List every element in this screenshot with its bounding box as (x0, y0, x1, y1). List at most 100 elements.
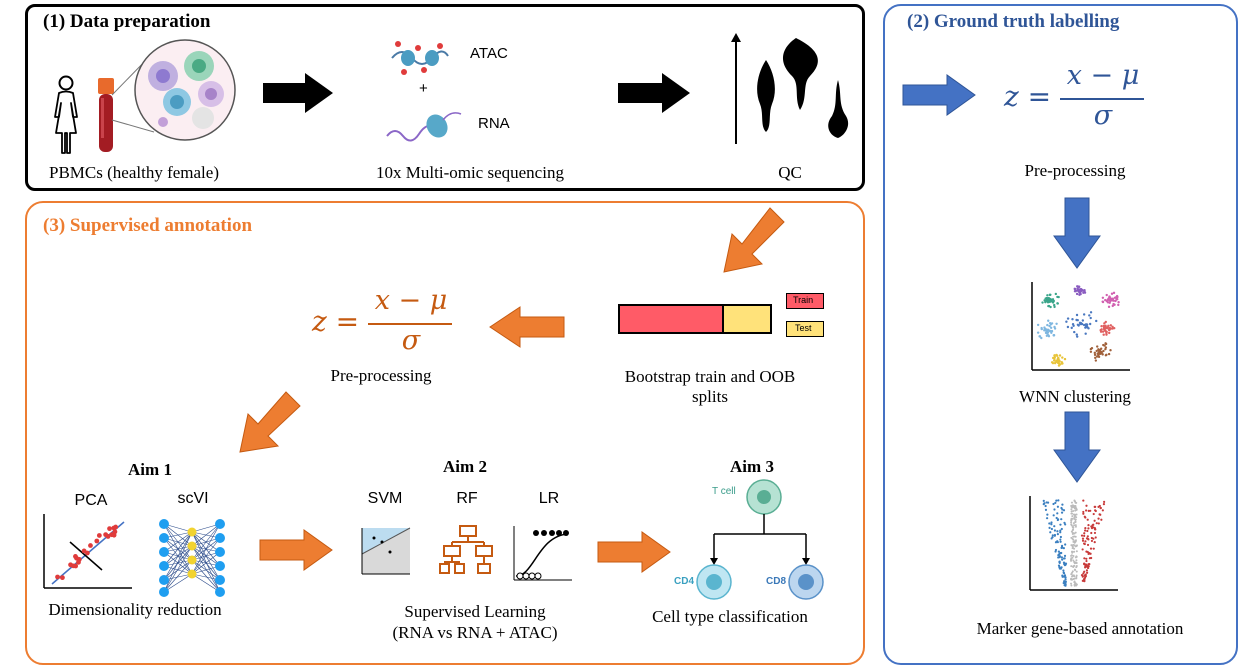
volcano-point (1054, 501, 1057, 504)
volcano-point (1102, 503, 1106, 506)
train-legend (786, 293, 824, 309)
arrow-right-icon (597, 531, 671, 573)
network-node (215, 587, 225, 597)
scvi-label: scVI (177, 490, 209, 507)
atac-chromatin-icon (391, 41, 449, 75)
cluster-point (1050, 361, 1054, 364)
cluster-point (1051, 298, 1055, 301)
equation-denominator: σ (1093, 100, 1113, 131)
cluster-point (1055, 322, 1058, 325)
volcano-point (1070, 504, 1073, 507)
volcano-point (1064, 582, 1067, 586)
cluster-point (1114, 299, 1117, 302)
network-node (159, 533, 169, 543)
atac-label: ATAC (470, 45, 508, 62)
cluster-point (1105, 293, 1108, 297)
cluster-point (1094, 356, 1097, 360)
volcano-point (1060, 506, 1063, 510)
volcano-point (1094, 509, 1097, 513)
cluster-point (1089, 311, 1093, 314)
network-edge (163, 573, 193, 593)
ground-truth-panel (883, 4, 1238, 665)
volcano-point (1059, 540, 1062, 543)
cluster-point (1093, 351, 1097, 355)
aim1-title: Aim 1 (128, 460, 172, 479)
cluster-point (1048, 293, 1052, 297)
volcano-point (1063, 554, 1067, 558)
cluster-point (1110, 292, 1114, 295)
volcano-point (1050, 537, 1053, 540)
volcano-point (1084, 509, 1088, 512)
cluster-point (1056, 354, 1059, 358)
volcano-point (1072, 535, 1075, 538)
volcano-point (1090, 536, 1093, 540)
volcano-point (1071, 547, 1074, 550)
cluster-point (1102, 349, 1105, 353)
pca-point (81, 548, 87, 554)
cluster-point (1036, 323, 1040, 327)
cluster-point (1053, 305, 1056, 309)
pbmc-cells-illustration (134, 39, 236, 141)
cluster-point (1111, 325, 1114, 328)
test-legend-label: Test (795, 323, 812, 333)
rna-label: RNA (478, 115, 510, 132)
volcano-point (1044, 508, 1048, 511)
cluster-point (1104, 330, 1108, 333)
volcano-point (1075, 561, 1078, 564)
volcano-point (1094, 505, 1097, 508)
cluster-point (1054, 360, 1058, 364)
cluster-point (1070, 326, 1073, 330)
cluster-point (1047, 319, 1050, 322)
volcano-point (1074, 518, 1077, 521)
volcano-point (1083, 532, 1086, 535)
volcano-point (1046, 513, 1049, 516)
arrow-down-icon (1053, 197, 1101, 269)
volcano-point (1086, 550, 1089, 554)
cluster-point (1072, 324, 1075, 328)
bootstrap-caption: Bootstrap train and OOB splits (624, 367, 796, 406)
arrow-down-left-icon (239, 391, 301, 453)
cluster-point (1103, 322, 1106, 325)
pca-point (70, 563, 76, 569)
volcano-point (1073, 577, 1076, 580)
cluster-point (1056, 295, 1059, 299)
cluster-point (1089, 350, 1093, 353)
network-node (187, 527, 197, 537)
cluster-point (1113, 326, 1116, 330)
cluster-point (1040, 327, 1043, 331)
volcano-point (1100, 518, 1103, 521)
cd8-label: CD8 (766, 576, 787, 587)
cluster-point (1057, 356, 1060, 360)
cluster-point (1071, 318, 1074, 321)
volcano-point (1093, 531, 1097, 535)
person-icon (54, 75, 78, 154)
cluster-point (1084, 332, 1087, 335)
volcano-point (1093, 541, 1096, 544)
volcano-point (1071, 515, 1074, 518)
cluster-point (1066, 317, 1070, 320)
cluster-point (1102, 333, 1105, 336)
volcano-point (1049, 531, 1052, 534)
data-preparation-title: (1) Data preparation (43, 11, 211, 32)
cluster-point (1076, 335, 1079, 338)
fraction-bar (1060, 98, 1144, 100)
cluster-point (1098, 351, 1101, 355)
volcano-point (1060, 544, 1064, 547)
volcano-point (1059, 535, 1062, 539)
volcano-point (1082, 499, 1085, 502)
volcano-point (1070, 519, 1073, 522)
volcano-point (1086, 566, 1090, 569)
volcano-point (1059, 538, 1062, 541)
cluster-point (1100, 351, 1103, 354)
cluster-point (1104, 342, 1108, 346)
volcano-point (1070, 530, 1073, 533)
cluster-point (1104, 347, 1107, 351)
volcano-point (1073, 568, 1076, 571)
volcano-point (1092, 512, 1095, 516)
volcano-point (1045, 501, 1048, 504)
volcano-point (1053, 525, 1056, 528)
pca-point (107, 526, 112, 532)
volcano-point (1083, 578, 1086, 581)
volcano-point (1075, 570, 1078, 573)
ground-truth-title: (2) Ground truth labelling (907, 11, 1120, 32)
